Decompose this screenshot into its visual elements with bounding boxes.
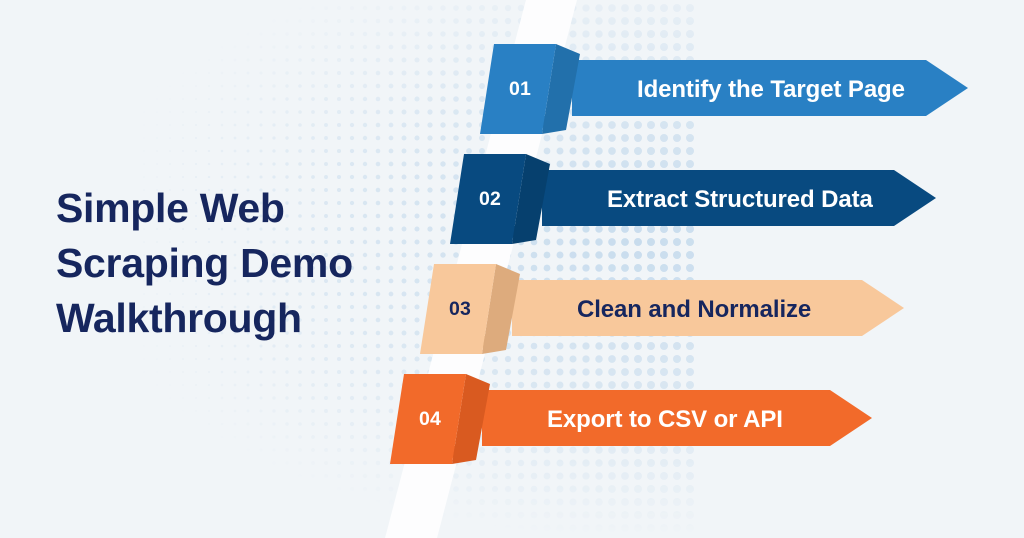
page-title: Simple Web Scraping Demo Walkthrough — [56, 181, 426, 346]
step-title: Clean and Normalize — [577, 296, 811, 323]
headline-line-3: Walkthrough — [56, 295, 302, 341]
step-04[interactable]: 04 Export to CSV or API — [390, 374, 872, 464]
step-number: 02 — [479, 188, 501, 210]
step-number: 01 — [509, 78, 531, 100]
step-banner — [482, 390, 872, 446]
step-title: Export to CSV or API — [547, 406, 783, 433]
step-banner — [512, 280, 904, 336]
step-tab-side — [512, 154, 550, 244]
step-number: 03 — [449, 298, 471, 320]
step-tab — [420, 264, 496, 354]
step-number: 04 — [419, 408, 441, 430]
step-01[interactable]: 01 Identify the Target Page — [480, 44, 968, 134]
step-title: Extract Structured Data — [607, 186, 874, 213]
step-banner — [572, 60, 968, 116]
step-02[interactable]: 02 Extract Structured Data — [450, 154, 936, 244]
step-tab — [390, 374, 466, 464]
step-title: Identify the Target Page — [637, 76, 905, 103]
step-tab — [480, 44, 556, 134]
headline-line-2: Scraping Demo — [56, 240, 353, 286]
headline-line-1: Simple Web — [56, 185, 285, 231]
step-tab-side — [482, 264, 520, 354]
step-tab-side — [542, 44, 580, 134]
step-banner — [542, 170, 936, 226]
step-tab — [450, 154, 526, 244]
step-tab-side — [452, 374, 490, 464]
step-03[interactable]: 03 Clean and Normalize — [420, 264, 904, 354]
